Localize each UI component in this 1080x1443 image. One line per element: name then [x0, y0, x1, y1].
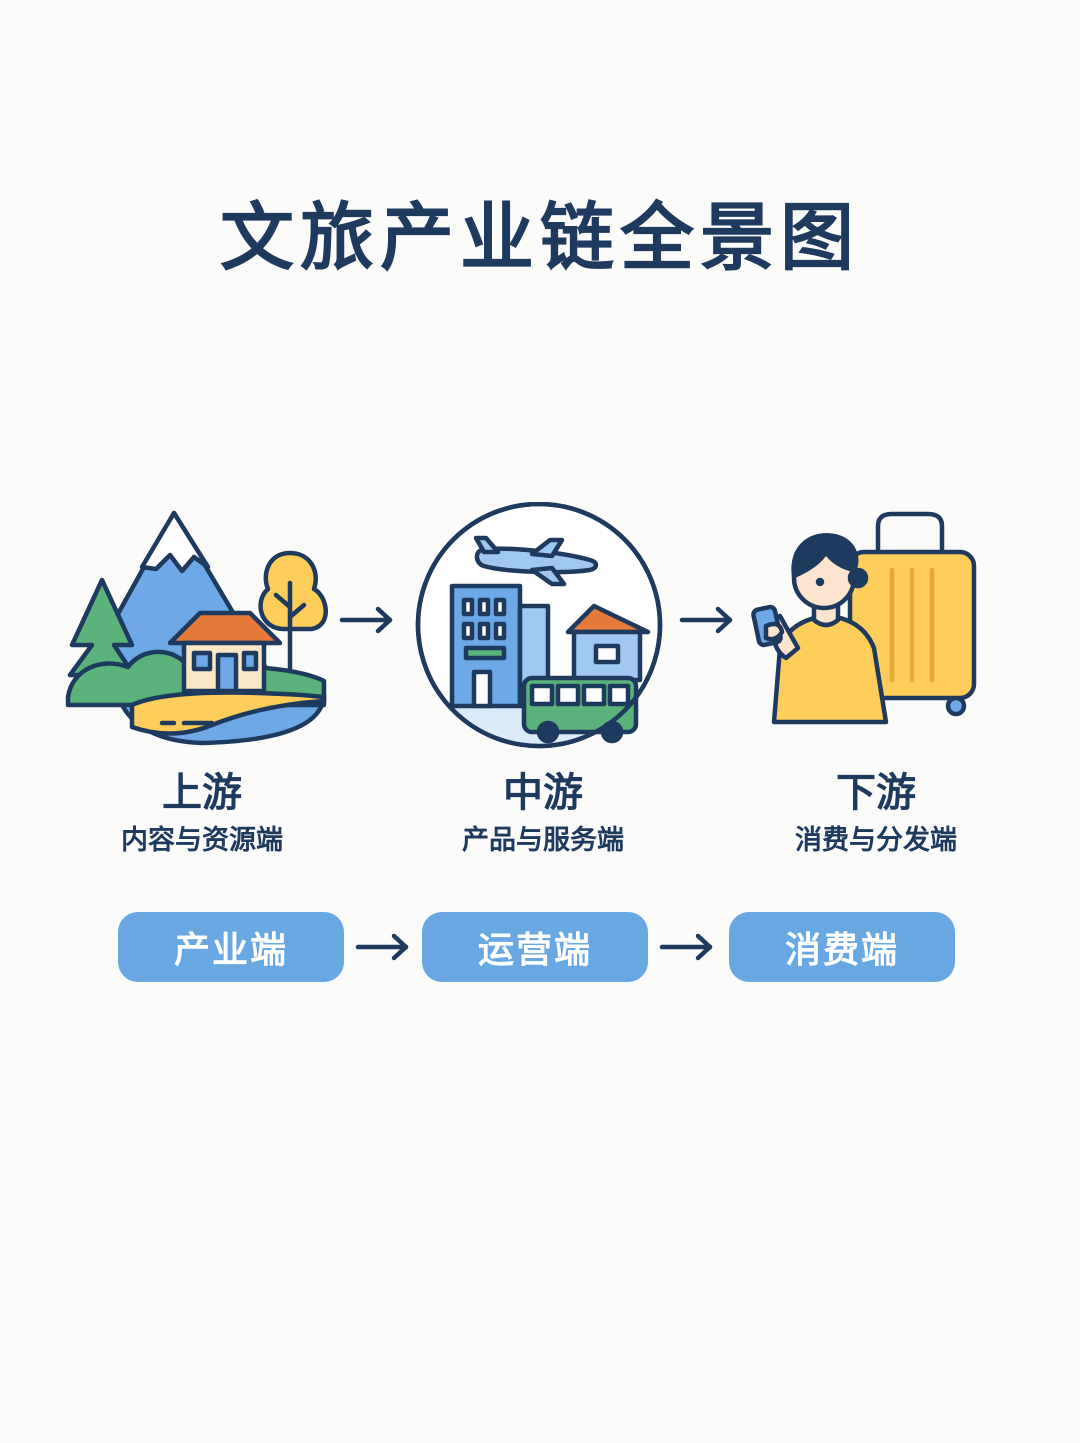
arrow-right-icon — [659, 933, 713, 961]
mountain-landscape-icon — [65, 510, 328, 746]
segment-pill-industry: 产业端 — [118, 912, 344, 982]
stage-label-midstream: 中游 — [503, 770, 583, 816]
traveler-with-luggage-icon — [751, 511, 977, 725]
stage-sub-midstream: 产品与服务端 — [462, 825, 624, 856]
stage-sub-downstream: 消费与分发端 — [795, 825, 957, 856]
page-title: 文旅产业链全景图 — [220, 195, 860, 281]
segment-pill-consumption: 消费端 — [729, 912, 955, 982]
arrow-right-icon — [355, 933, 409, 961]
city-transport-icon — [415, 502, 663, 749]
stage-label-upstream: 上游 — [162, 770, 242, 816]
segment-pill-operation: 运营端 — [422, 912, 648, 982]
stage-label-downstream: 下游 — [836, 770, 916, 816]
arrow-right-icon — [339, 606, 393, 634]
arrow-right-icon — [679, 606, 733, 634]
stage-sub-upstream: 内容与资源端 — [121, 825, 283, 856]
